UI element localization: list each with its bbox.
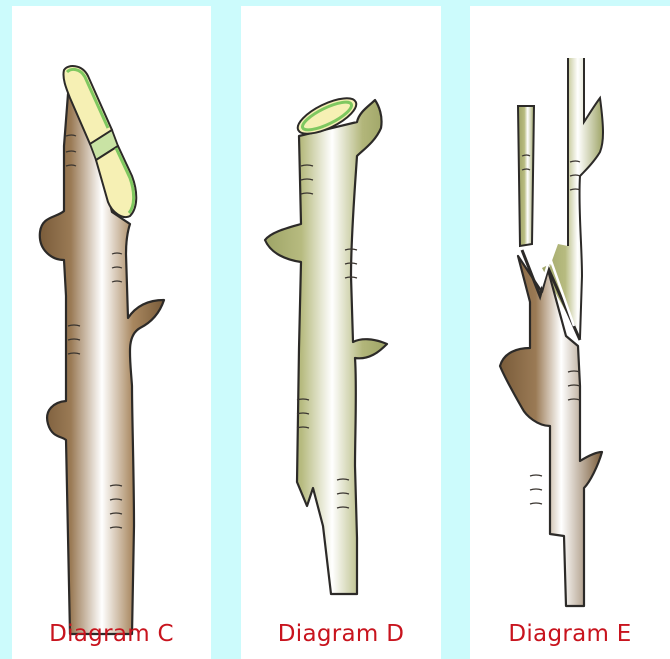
diagram-d-illustration (241, 6, 441, 659)
caption-diagram-e: Diagram E (470, 621, 670, 647)
diagram-c-illustration (12, 6, 211, 659)
rootstock-e (500, 256, 602, 606)
caption-diagram-c: Diagram C (12, 621, 211, 647)
diagram-c-panel: Diagram C (12, 6, 211, 659)
caption-diagram-d: Diagram D (241, 621, 441, 647)
diagram-e-panel: Diagram E (470, 6, 670, 659)
stem-d (265, 100, 387, 594)
diagram-d-panel: Diagram D (241, 6, 441, 659)
diagram-e-illustration (470, 6, 670, 659)
